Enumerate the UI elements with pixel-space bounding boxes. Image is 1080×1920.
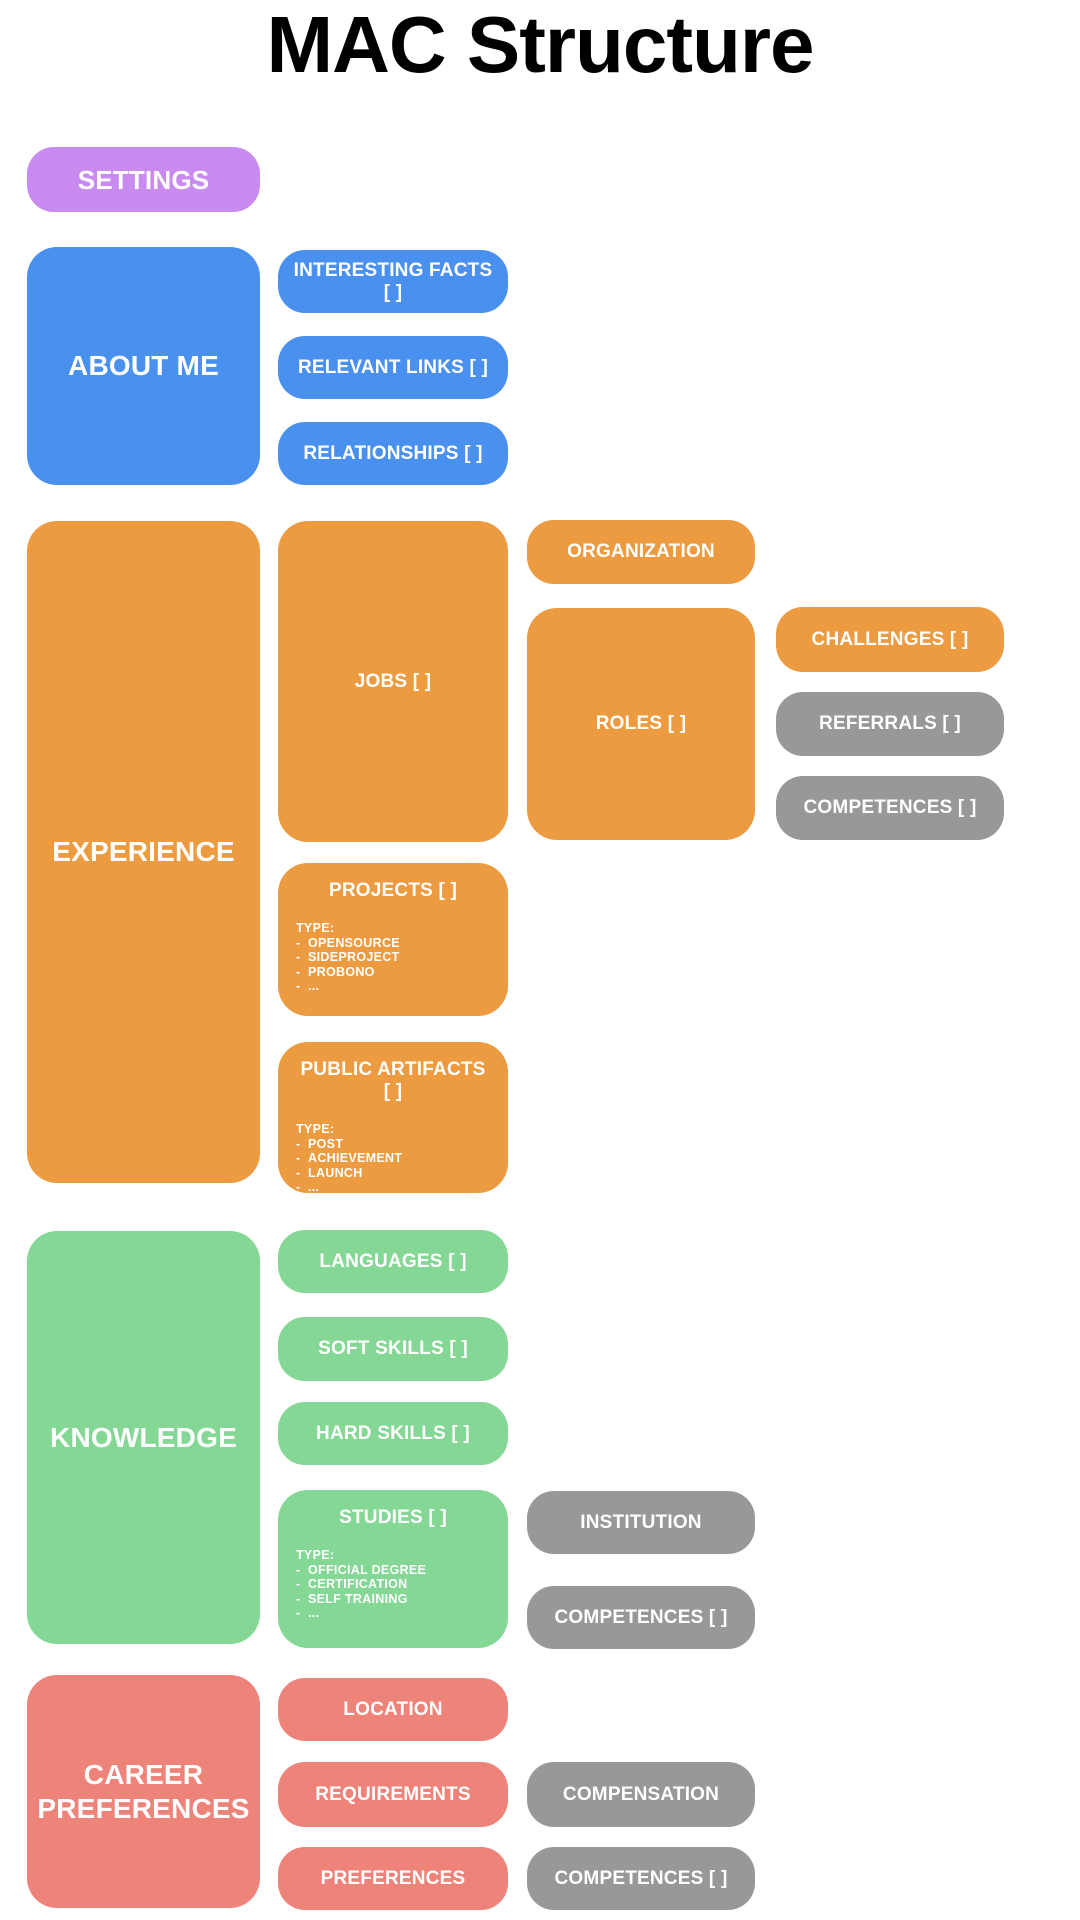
type-item: ACHIEVEMENT [296,1151,490,1166]
node-jobs-label: JOBS [ ] [354,670,432,692]
node-preferences-label: PREFERENCES [320,1867,466,1889]
node-soft-skills-label: SOFT SKILLS [ ] [318,1338,468,1359]
node-relevant-links: RELEVANT LINKS [ ] [278,336,508,399]
node-languages: LANGUAGES [ ] [278,1230,508,1293]
type-item: PROBONO [296,965,490,980]
node-roles-competences-label: COMPETENCES [ ] [803,797,977,818]
node-roles-competences: COMPETENCES [ ] [776,776,1004,840]
node-projects: PROJECTS [ ] TYPE: OPENSOURCE SIDEPROJEC… [278,863,508,1016]
node-compensation-label: COMPENSATION [562,1783,720,1805]
type-heading: TYPE: [296,921,335,935]
type-item: ... [296,1180,490,1195]
node-projects-label: PROJECTS [ ] [328,880,458,901]
type-heading: TYPE: [296,1122,335,1136]
type-item: ... [296,979,490,994]
node-challenges: CHALLENGES [ ] [776,607,1004,672]
type-item: CERTIFICATION [296,1577,490,1592]
type-item: OPENSOURCE [296,936,490,951]
page-title: MAC Structure [266,0,814,89]
node-settings: SETTINGS [27,147,260,212]
node-public-artifacts: PUBLIC ARTIFACTS [ ] TYPE: POST ACHIEVEM… [278,1042,508,1195]
node-location-label: LOCATION [343,1698,443,1720]
type-item: POST [296,1137,490,1152]
node-studies-competences: COMPETENCES [ ] [527,1586,755,1649]
node-preferences-competences: COMPETENCES [ ] [527,1847,755,1910]
studies-type-list: TYPE: OFFICIAL DEGREE CERTIFICATION SELF… [296,1548,490,1621]
node-interesting-facts: INTERESTING FACTS [ ] [278,250,508,313]
node-about-me-label: ABOUT ME [68,350,219,381]
type-item: SIDEPROJECT [296,950,490,965]
node-organization-label: ORGANIZATION [567,541,715,562]
type-heading: TYPE: [296,1548,335,1562]
node-hard-skills: HARD SKILLS [ ] [278,1402,508,1465]
node-institution: INSTITUTION [527,1491,755,1554]
node-settings-label: SETTINGS [77,164,210,195]
node-roles: ROLES [ ] [527,608,755,840]
node-preferences: PREFERENCES [278,1847,508,1910]
node-relationships: RELATIONSHIPS [ ] [278,422,508,485]
node-about-me: ABOUT ME [27,247,260,485]
type-item: ... [296,1606,490,1621]
node-experience-label: EXPERIENCE [52,836,235,867]
node-jobs: JOBS [ ] [278,521,508,842]
node-compensation: COMPENSATION [527,1762,755,1827]
node-roles-label: ROLES [ ] [595,713,687,734]
node-location: LOCATION [278,1678,508,1741]
node-relevant-links-label: RELEVANT LINKS [ ] [297,356,489,378]
node-soft-skills: SOFT SKILLS [ ] [278,1317,508,1381]
node-requirements: REQUIREMENTS [278,1762,508,1827]
node-referrals-label: REFERRALS [ ] [819,713,961,734]
node-relationships-label: RELATIONSHIPS [ ] [303,442,483,464]
node-requirements-label: REQUIREMENTS [315,1783,471,1805]
node-studies-label: STUDIES [ ] [339,1507,447,1528]
node-experience: EXPERIENCE [27,521,260,1183]
public-artifacts-type-list: TYPE: POST ACHIEVEMENT LAUNCH ... [296,1122,490,1195]
node-institution-label: INSTITUTION [580,1511,702,1533]
projects-type-list: TYPE: OPENSOURCE SIDEPROJECT PROBONO ... [296,921,490,994]
node-career-preferences-label: CAREER PREFERENCES [37,1758,250,1824]
node-languages-label: LANGUAGES [ ] [319,1250,467,1272]
node-studies-competences-label: COMPETENCES [ ] [554,1606,728,1628]
node-studies: STUDIES [ ] TYPE: OFFICIAL DEGREE CERTIF… [278,1490,508,1648]
type-item: LAUNCH [296,1166,490,1181]
node-preferences-competences-label: COMPETENCES [ ] [554,1867,728,1889]
type-item: SELF TRAINING [296,1592,490,1607]
node-knowledge: KNOWLEDGE [27,1231,260,1644]
node-career-preferences: CAREER PREFERENCES [27,1675,260,1908]
node-knowledge-label: KNOWLEDGE [50,1421,237,1453]
node-challenges-label: CHALLENGES [ ] [811,628,969,650]
node-interesting-facts-label: INTERESTING FACTS [ ] [293,259,493,303]
node-hard-skills-label: HARD SKILLS [ ] [316,1422,470,1444]
node-referrals: REFERRALS [ ] [776,692,1004,756]
type-item: OFFICIAL DEGREE [296,1563,490,1578]
node-organization: ORGANIZATION [527,520,755,584]
node-public-artifacts-label: PUBLIC ARTIFACTS [ ] [300,1059,486,1102]
